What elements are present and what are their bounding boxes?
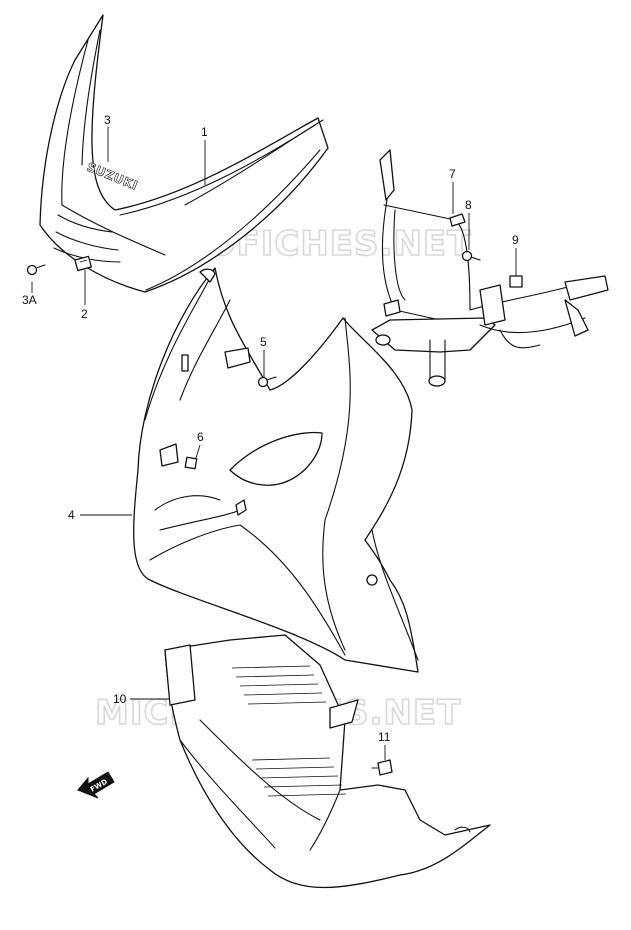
part-8-bolt	[461, 250, 481, 262]
callout-4: 4	[68, 508, 75, 522]
fwd-arrow-icon: FWD	[77, 771, 115, 799]
part-4-leg-shield	[133, 267, 419, 673]
part-5-screw	[257, 376, 277, 388]
callout-9: 9	[512, 233, 519, 247]
leader-lines	[31, 127, 517, 760]
callout-8: 8	[465, 198, 472, 212]
part-10-inner-cover	[164, 634, 491, 889]
callout-3: 3	[104, 113, 111, 127]
part-2-clip	[74, 255, 92, 272]
callout-labels: 1 3 3A 2 4 5 6 7 8 9 10 11	[22, 113, 519, 744]
callout-11: 11	[378, 730, 391, 744]
part-9-nut	[509, 275, 523, 288]
callout-1: 1	[201, 125, 208, 139]
part-1-cover	[39, 14, 329, 293]
callout-5: 5	[260, 335, 267, 349]
part-11-clip	[371, 759, 393, 776]
part-3a-screw	[26, 264, 46, 276]
callout-6: 6	[197, 430, 204, 444]
part-7-bracket	[371, 149, 609, 387]
callout-10: 10	[113, 692, 127, 706]
callout-2: 2	[81, 307, 88, 321]
part-6-nut	[184, 456, 198, 470]
callout-3a: 3A	[22, 293, 37, 307]
callout-7: 7	[449, 167, 456, 181]
